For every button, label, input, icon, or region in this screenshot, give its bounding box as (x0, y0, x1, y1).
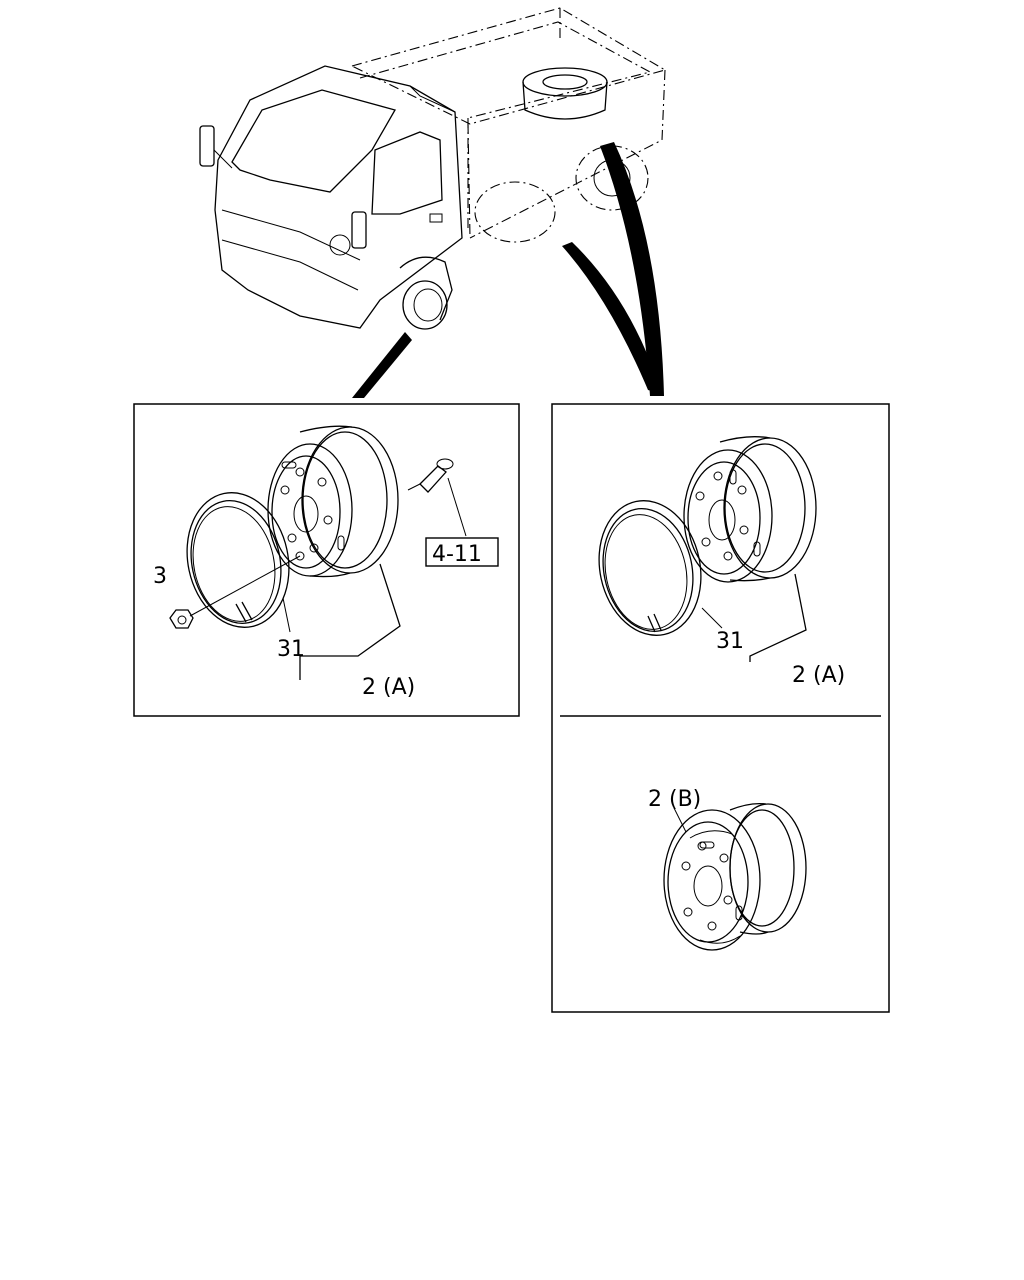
left-rim-ring (186, 492, 290, 628)
label-wheel-a: 2 (A) (362, 675, 415, 700)
valve-stem (407, 458, 454, 493)
left-panel: 3 31 2 (A) 4-11 (133, 403, 520, 717)
cargo-bed (350, 7, 667, 239)
left-panel-frame (133, 403, 520, 717)
wheel-nut (169, 555, 301, 629)
right-panel: 31 2 (A) 2 (B) (551, 403, 890, 1013)
label-right-ring: 31 (716, 629, 744, 654)
label-right-wheel-a: 2 (A) (792, 663, 845, 688)
truck-illustration (199, 7, 667, 398)
right-wheel-rim-a (683, 436, 817, 583)
leader-rear-wheel-1 (562, 242, 662, 394)
right-wheel-rim-b (663, 802, 807, 951)
label-reference: 4-11 (432, 542, 482, 567)
label-ring: 31 (277, 637, 305, 662)
right-panel-frame (551, 403, 890, 1013)
label-nut: 3 (153, 564, 167, 589)
leader-rear-wheel-2 (600, 142, 664, 396)
truck-cab (199, 65, 463, 329)
leader-front-wheel (352, 332, 412, 398)
ref-box-frame (425, 537, 499, 567)
right-rim-ring (598, 500, 702, 636)
left-wheel-rim (267, 425, 399, 578)
spare-tire (522, 67, 608, 120)
label-right-wheel-b: 2 (B) (648, 787, 701, 812)
front-wheel (399, 256, 453, 330)
